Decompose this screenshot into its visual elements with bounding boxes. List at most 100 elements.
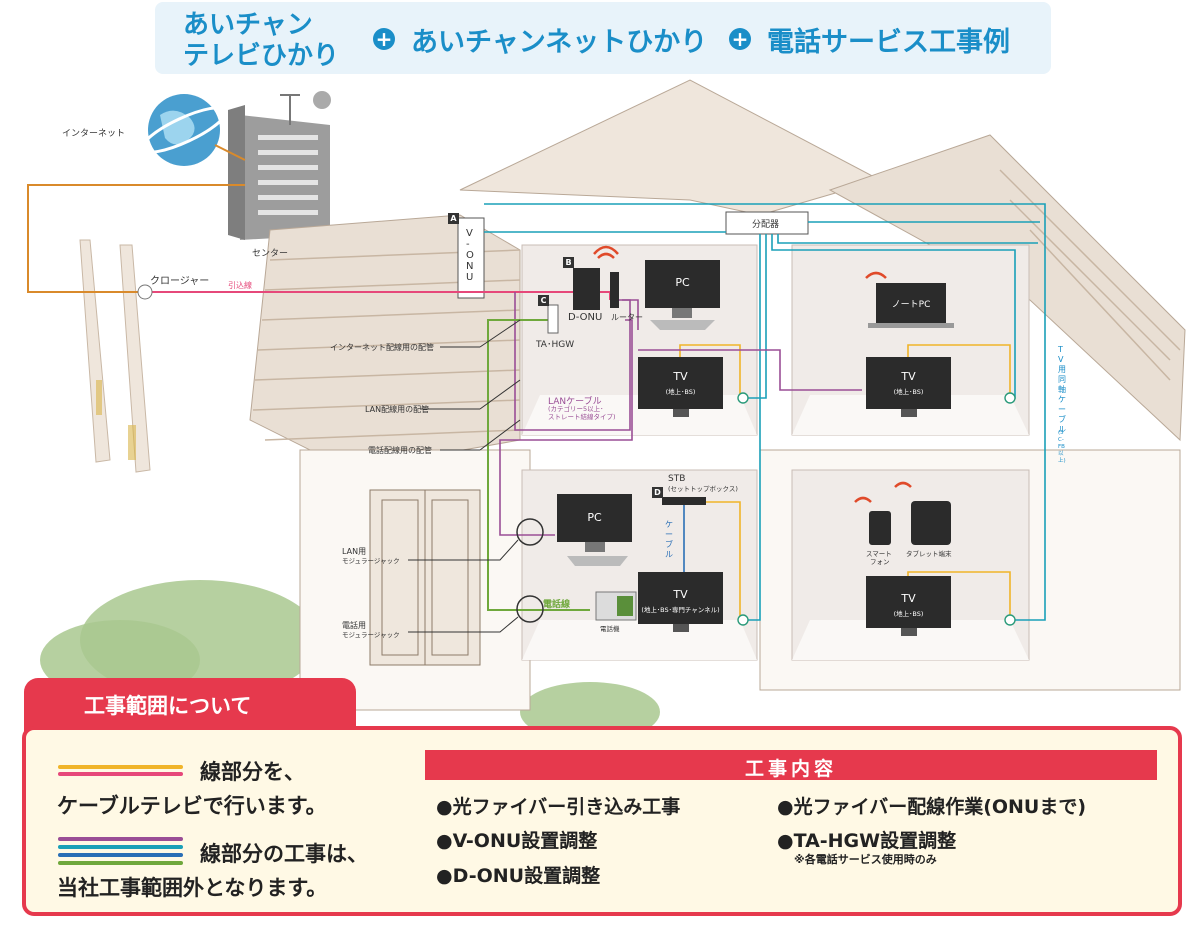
vonu-device [457, 217, 485, 299]
tahgw-label: TA･HGW [536, 340, 575, 350]
tv-outlet [737, 392, 1016, 626]
utility-pole [79, 239, 111, 463]
work-item: ●D-ONU設置調整 [436, 865, 601, 887]
legend-line-yellow [58, 765, 183, 769]
wifi-icon [597, 252, 615, 259]
title-part2: あいチャンネットひかり [411, 27, 708, 58]
tv-cable-lines [679, 344, 1011, 620]
donu-device [573, 268, 600, 310]
title-banner: あいチャン テレビひかり + あいチャンネットひかり + 電話サービス工事例 [155, 2, 1051, 74]
plus-icon: + [729, 28, 751, 50]
center-building [240, 115, 330, 240]
notepc-device [876, 283, 946, 323]
closure-label: クロージャー [150, 276, 210, 287]
drop-line-label: 引込線 [228, 281, 252, 290]
tv-label: TV [901, 370, 916, 383]
internet-label: インターネット [62, 129, 126, 139]
work-content-header: 工事内容 [425, 750, 1157, 780]
phone-line-label: 電話線 [543, 600, 571, 610]
marker-a: A [448, 213, 459, 224]
phone-jack [516, 595, 544, 623]
legend-line-purple [58, 837, 183, 841]
wifi-icon [865, 271, 887, 279]
bush-center [520, 682, 660, 730]
legend1-text-2: ケーブルテレビで行います。 [57, 794, 327, 818]
coax-label: TV用同軸ケーブル [1058, 345, 1066, 434]
house-diagram [27, 79, 1186, 730]
coax-sub-label: (5C-FB以上) [1058, 430, 1066, 464]
legend1-text: 線部分を、 [200, 760, 305, 784]
pc-monitor [557, 494, 632, 542]
phone-label: 電話機 [600, 625, 620, 633]
lan-cable-sub: ストレート結線タイプ) [548, 413, 616, 421]
stb-device [662, 497, 706, 505]
tv-label: TV [901, 592, 916, 605]
work-content-title: 工事内容 [744, 758, 837, 780]
work-item: ●光ファイバー引き込み工事 [436, 796, 681, 818]
phone-pipe-label: 電話配線用の配管 [368, 446, 432, 455]
phone-jack-label: 電話用 [342, 621, 366, 630]
legend-line-blue [58, 853, 183, 857]
tahgw-device [547, 304, 559, 334]
scope-tab-label: 工事範囲について [84, 694, 252, 718]
tv-sub-label: (地上･BS) [893, 388, 924, 396]
tv-device [638, 357, 723, 409]
tv-device [866, 576, 951, 628]
scope-tab: 工事範囲について [24, 678, 356, 732]
splitter-device [725, 211, 809, 235]
lan-cable-label: LANケーブル [548, 397, 602, 407]
smartphone-device [869, 511, 891, 545]
work-note: ※各電話サービス使用時のみ [794, 853, 937, 866]
pc-label: PC [587, 511, 602, 524]
tablet-label: タブレット端末 [906, 550, 952, 558]
title-part1-line2: テレビひかり [183, 41, 340, 71]
donu-label: D-ONU [568, 312, 603, 323]
cable-label: ケーブル [665, 520, 673, 559]
satellite-dish-icon [313, 91, 331, 109]
title-part1-line1: あいチャン [183, 10, 313, 40]
marker-c: C [538, 295, 549, 306]
marker-d: D [652, 487, 663, 498]
legend-line-pink [58, 772, 183, 776]
marker-b: B [563, 257, 574, 268]
legend2-text-2: 当社工事範囲外となります。 [57, 876, 328, 900]
tv-sub-label: (地上･BS･専門チャンネル) [641, 606, 720, 614]
tv-sub-label: (地上･BS) [893, 610, 924, 618]
pc-monitor [645, 260, 720, 308]
legend2-text: 線部分の工事は、 [200, 842, 368, 866]
center-label: センター [252, 249, 289, 259]
smartphone-label: スマート [866, 550, 892, 558]
work-item: ●V-ONU設置調整 [436, 830, 598, 852]
tv-device [866, 357, 951, 409]
closure-device [137, 284, 153, 300]
stb-label: STB [668, 474, 686, 484]
lan-jack [516, 518, 544, 546]
lan-jack-sub: モジュラージャック [342, 557, 400, 565]
utility-pole [119, 244, 151, 473]
router-label: ルーター [611, 313, 643, 322]
vonu-label: V-ONU [466, 228, 474, 283]
lan-cable-sub: (カテゴリー5以上･ [548, 405, 604, 413]
house-roof-top [459, 79, 882, 216]
tv-label: TV [673, 588, 688, 601]
legend-line-green [58, 861, 183, 865]
legend-line-teal [58, 845, 183, 849]
tablet-device [911, 501, 951, 545]
splitter-label: 分配器 [752, 220, 780, 230]
internet-pipe-label: インターネット配線用の配管 [330, 343, 434, 352]
work-item: ●TA-HGW設置調整 [777, 830, 957, 852]
tv-device [638, 572, 723, 624]
plus-icon: + [373, 28, 395, 50]
router-device [610, 272, 619, 308]
smartphone-label: フォン [870, 558, 890, 566]
lan-jack-label: LAN用 [342, 547, 367, 556]
phone-jack-sub: モジュラージャック [342, 631, 400, 639]
tv-sub-label: (地上･BS) [665, 388, 696, 396]
fiber-line [214, 144, 246, 161]
notepc-label: ノートPC [891, 300, 931, 310]
tv-label: TV [673, 370, 688, 383]
lan-pipe-label: LAN配線用の配管 [365, 405, 430, 414]
wifi-icon [894, 481, 912, 488]
work-item: ●光ファイバー配線作業(ONUまで) [777, 796, 1087, 818]
stb-sub-label: (セットトップボックス) [668, 485, 738, 493]
